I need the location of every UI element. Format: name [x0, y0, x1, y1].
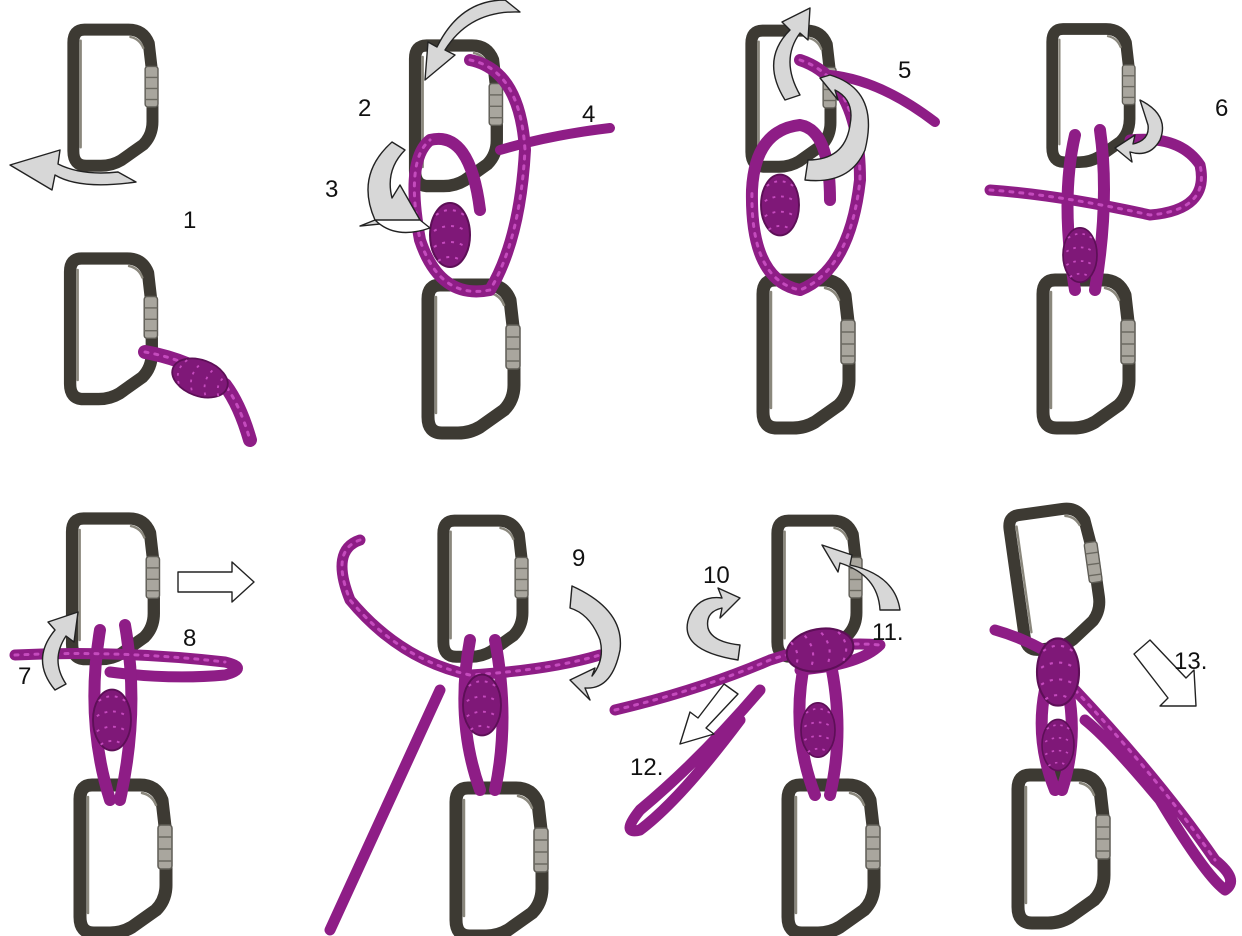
rotate-arrow-icon [804, 74, 870, 182]
rotate-arrow-icon [41, 611, 79, 691]
panel-7: 10 11. 12. [609, 521, 904, 933]
knot-icon [760, 173, 800, 237]
step-label: 9 [572, 545, 585, 572]
step-label: 12. [630, 754, 663, 781]
step-label: 1 [183, 207, 196, 234]
panel-5: 7 8 [9, 519, 255, 934]
step-label: 3 [325, 176, 338, 203]
carabiner-icon [456, 788, 548, 936]
knot-icon [800, 701, 836, 759]
knot-icon [1035, 637, 1081, 707]
rotate-arrow-icon [686, 587, 741, 661]
carabiner-icon [1052, 29, 1135, 162]
panel-2: 2 3 4 [325, 0, 615, 433]
carabiner-icon [1008, 505, 1111, 652]
rope [825, 70, 940, 127]
panel-6: 9 [324, 521, 622, 936]
carabiner-icon [1018, 775, 1110, 923]
knot-icon [1041, 718, 1075, 772]
knot-icon [1062, 226, 1098, 284]
knot-icon [429, 202, 471, 268]
carabiner-icon [443, 521, 528, 657]
step-label: 5 [898, 57, 911, 84]
step-label: 11. [872, 619, 904, 646]
step-label: 10 [703, 562, 730, 589]
carabiner-icon [73, 30, 158, 166]
step-label: 13. [1174, 648, 1207, 675]
knot-icon [462, 673, 502, 737]
step-label: 7 [18, 663, 31, 690]
rope [624, 684, 766, 837]
down-left-arrow-icon [679, 683, 739, 745]
rope [324, 684, 446, 936]
panel-4: 6 [984, 29, 1228, 428]
rotate-arrow-icon [9, 149, 137, 191]
knot-icon [92, 688, 132, 752]
rope [793, 654, 844, 801]
step-label: 4 [582, 101, 595, 128]
rotate-arrow-icon [424, 0, 521, 81]
panel-8: 13. [989, 505, 1237, 923]
rope [984, 133, 1207, 221]
right-arrow-icon [177, 561, 255, 603]
rope [408, 54, 531, 298]
rotate-arrow-icon [1114, 99, 1164, 163]
carabiner-icon [763, 280, 855, 428]
rotate-arrow-icon [569, 585, 622, 701]
carabiner-icon [1043, 280, 1135, 428]
rotate-arrow-icon [821, 544, 901, 611]
carabiner-icon [72, 519, 159, 660]
step-label: 2 [358, 95, 371, 122]
carabiner-icon [788, 785, 880, 933]
panel-1: 1 [9, 30, 257, 447]
rotate-arrow-icon [773, 7, 811, 101]
panel-3: 5 [751, 7, 940, 428]
carabiner-icon [70, 259, 157, 400]
carabiner-icon [80, 785, 172, 933]
step-label: 8 [183, 625, 196, 652]
carabiner-icon [428, 285, 520, 433]
step-label: 6 [1215, 95, 1228, 122]
down-right-arrow-icon [1133, 639, 1197, 707]
rope [495, 123, 615, 155]
